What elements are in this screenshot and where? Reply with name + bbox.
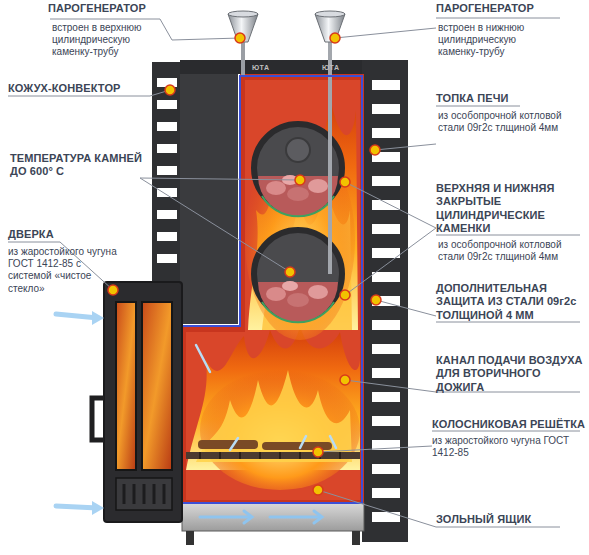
part-title: КОЛОСНИКОВАЯ РЕШЁТКА	[432, 418, 589, 431]
part-title: ПАРОГЕНЕРАТОР	[436, 2, 581, 15]
part-note: встроен в нижнюю цилиндрическую каменку-…	[438, 22, 548, 59]
part-note: из жаростойкого чугуна ГОСТ 1412-85	[432, 435, 589, 459]
brand-logo: ЮТА	[322, 64, 352, 73]
part-note: встроен в верхнюю цилиндрическую каменку…	[52, 22, 162, 59]
part-title: КОЖУХ-КОНВЕКТОР	[8, 82, 158, 95]
part-title: ДВЕРКА	[8, 228, 108, 241]
part-note: из особопрочной котловой стали 09г2с тлщ…	[438, 110, 580, 134]
part-note: из особопрочной котловой стали 09г2с тлщ…	[438, 239, 580, 263]
part-note: из жаростойкого чугуна ГОСТ 1412-85 с си…	[8, 246, 120, 295]
part-title: ДОПОЛНИТЕЛЬНАЯ ЗАЩИТА ИЗ СТАЛИ 09г2с ТОЛ…	[436, 282, 586, 322]
part-title: ЗОЛЬНЫЙ ЯЩИК	[436, 513, 576, 526]
part-title: ТОПКА ПЕЧИ	[436, 92, 581, 105]
part-title: ТЕМПЕРАТУРА КАМНЕЙ ДО 600° С	[10, 152, 145, 179]
part-title: ВЕРХНЯЯ И НИЖНЯЯ ЗАКРЫТЫЕ ЦИЛИНДРИЧЕСКИЕ…	[436, 182, 576, 236]
part-title: ПАРОГЕНЕРАТОР	[48, 2, 173, 15]
brand-logo: ЮТА	[252, 64, 282, 73]
part-title: КАНАЛ ПОДАЧИ ВОЗДУХА ДЛЯ ВТОРИЧНОГО ДОЖИ…	[436, 354, 584, 394]
